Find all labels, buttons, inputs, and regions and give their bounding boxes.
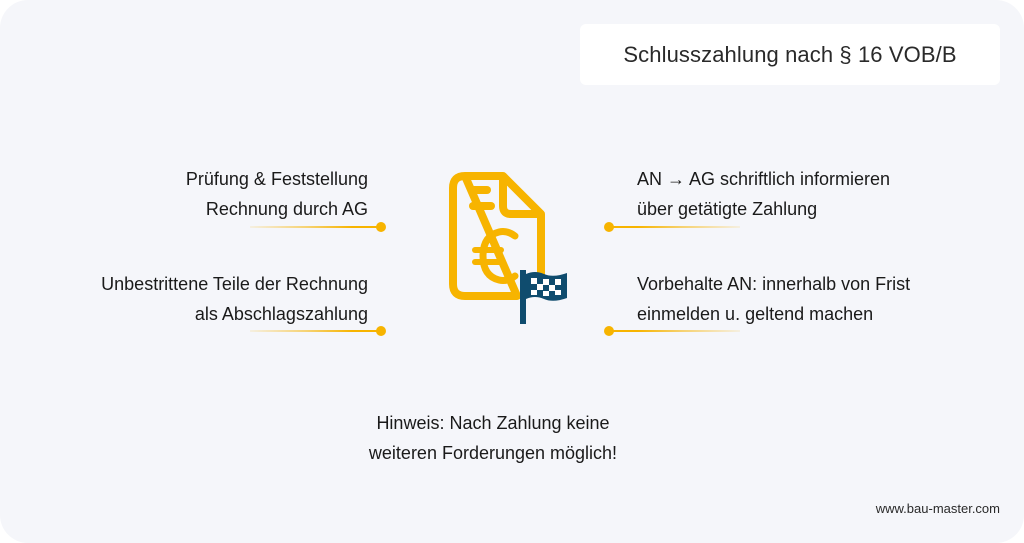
left-item-1-connector	[250, 226, 378, 228]
checkered-flag-icon	[520, 270, 567, 324]
diagram-title: Schlusszahlung nach § 16 VOB/B	[623, 41, 957, 67]
right-item-1-connector	[612, 226, 740, 228]
note-line-1: Hinweis: Nach Zahlung keine	[376, 413, 610, 433]
invoice-euro-icon	[445, 170, 575, 330]
right-item-1-dot	[604, 222, 614, 232]
right-item-1-line-1: AN → AG schriftlich informieren	[637, 169, 891, 189]
website-link[interactable]: www.bau-master.com	[875, 501, 1000, 516]
right-item-1-line-2: über getätigte Zahlung	[637, 199, 818, 219]
note-line-2: weiteren Forderungen möglich!	[368, 443, 618, 463]
left-item-2-line-2: als Abschlagszahlung	[194, 304, 368, 324]
left-item-2-dot	[376, 326, 386, 336]
left-item-2-connector	[250, 330, 378, 332]
left-item-1: Prüfung & Feststellung Rechnung durch AG	[186, 164, 368, 224]
right-item-2-dot	[604, 326, 614, 336]
left-item-2-line-1: Unbestrittene Teile der Rechnung	[101, 274, 368, 294]
right-item-2: Vorbehalte AN: innerhalb von Frist einme…	[637, 269, 910, 329]
left-item-1-line-1: Prüfung & Feststellung	[185, 169, 368, 189]
title-box: Schlusszahlung nach § 16 VOB/B	[580, 24, 1000, 85]
note: Hinweis: Nach Zahlung keine weiteren For…	[330, 408, 656, 468]
right-item-2-connector	[612, 330, 740, 332]
right-item-2-line-2: einmelden u. geltend machen	[637, 304, 874, 324]
right-item-1: AN → AG schriftlich informieren über get…	[637, 164, 890, 224]
right-item-2-line-1: Vorbehalte AN: innerhalb von Frist	[637, 274, 911, 294]
left-item-1-dot	[376, 222, 386, 232]
left-item-2: Unbestrittene Teile der Rechnung als Abs…	[101, 269, 368, 329]
left-item-1-line-2: Rechnung durch AG	[205, 199, 368, 219]
